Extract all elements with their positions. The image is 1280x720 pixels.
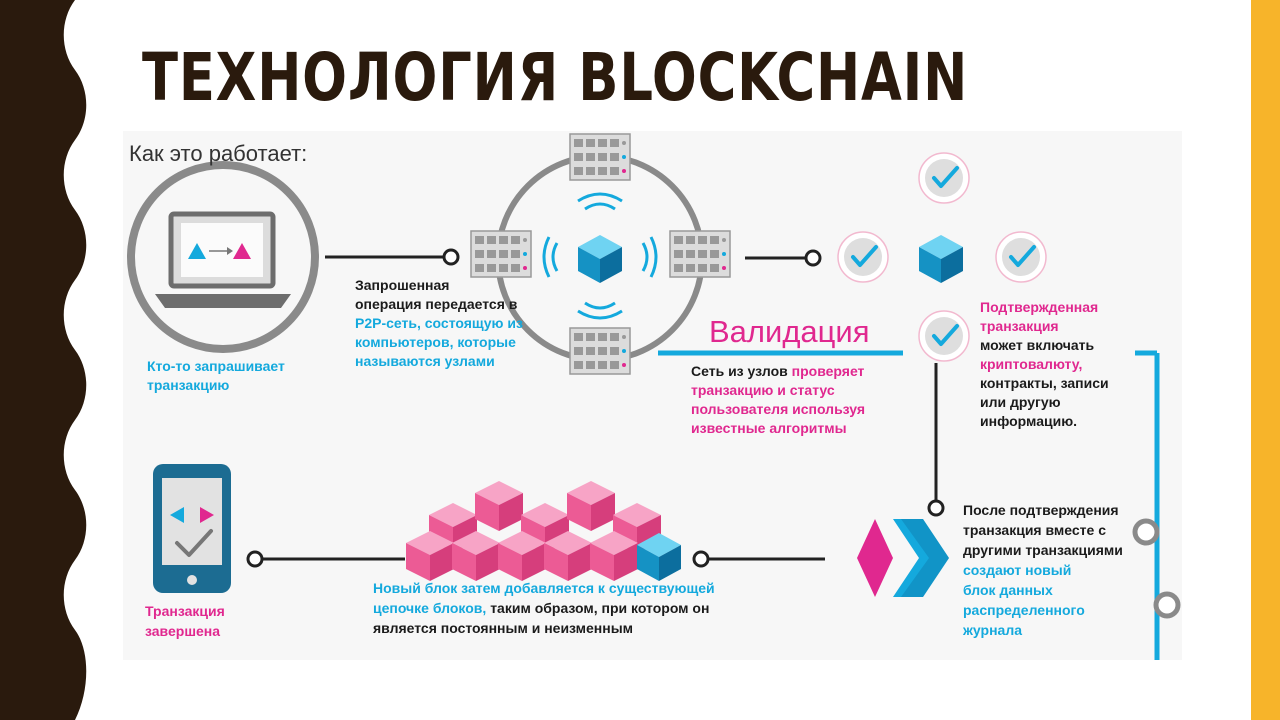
step-p2p-line: называются узлами xyxy=(355,353,495,369)
step-confirmed-line: Подтвержденная xyxy=(980,299,1099,315)
step-network-text: Сеть из узлов проверяет транзакцию и ста… xyxy=(691,362,865,438)
step-confirmed-line: контракты, записи xyxy=(980,375,1109,391)
p2p-network-icon xyxy=(470,133,731,375)
step-block-line: распределенного xyxy=(963,602,1085,618)
step-network-line: транзакцию и статус xyxy=(691,382,835,398)
step-p2p-line: компьютеров, которые xyxy=(355,334,516,350)
step-p2p-line: операция передается в xyxy=(355,296,518,312)
connector-node xyxy=(804,249,822,267)
step-block-line: блок данных xyxy=(963,582,1053,598)
step-chain-line: является постоянным и неизменным xyxy=(373,620,634,636)
step-request-text: Кто-то запрашивает транзакцию xyxy=(147,357,285,395)
step-p2p-line: Запрошенная xyxy=(355,277,450,293)
step-done-line: завершена xyxy=(145,623,221,639)
step-network-part: Сеть из узлов xyxy=(691,363,792,379)
step-block-line: После подтверждения xyxy=(963,502,1119,518)
step-block-text: После подтверждения транзакция вместе с … xyxy=(963,500,1123,640)
phone-icon xyxy=(153,464,231,593)
wavy-left-border xyxy=(0,0,87,720)
step-network-part: проверяет xyxy=(791,363,865,379)
step-done-text: Транзакция завершена xyxy=(145,601,225,641)
step-chain-part: таким образом, при котором он xyxy=(490,600,710,616)
gold-accent-bar xyxy=(1251,0,1280,720)
connector-node xyxy=(442,248,460,266)
step-confirmed-line: информацию. xyxy=(980,413,1078,429)
new-block-icon xyxy=(857,519,949,597)
step-request-line: транзакцию xyxy=(147,377,230,393)
blockchain-infographic: Как это работает: Кто-то запрашивает тра… xyxy=(123,131,1182,660)
step-confirmed-line: криптовалюту, xyxy=(980,356,1083,372)
step-request-line: Кто-то запрашивает xyxy=(147,358,285,374)
step-confirmed-line: транзакция xyxy=(980,318,1059,334)
slide-title: ТЕХНОЛОГИЯ BLOCKCHAIN xyxy=(142,39,969,116)
infographic-graphics xyxy=(127,133,1181,660)
step-done-line: Транзакция xyxy=(145,603,225,619)
step-chain-part: цепочке блоков, xyxy=(373,600,491,616)
blockchain-cubes-icon xyxy=(406,481,681,581)
step-confirmed-line: или другую xyxy=(980,394,1061,410)
step-p2p-text: Запрошенная операция передается в P2P-се… xyxy=(355,276,523,371)
validation-label: Валидация xyxy=(709,314,870,349)
step-block-line: транзакция вместе с xyxy=(963,522,1106,538)
step-p2p-line: P2P-сеть, состоящую из xyxy=(355,315,523,331)
step-chain-text: Новый блок затем добавляется к существую… xyxy=(373,578,715,638)
step-block-line: создают новый xyxy=(963,562,1072,578)
step-network-line: известные алгоритмы xyxy=(691,420,847,436)
step-network-line: пользователя используя xyxy=(691,401,866,417)
how-it-works-heading: Как это работает: xyxy=(129,141,308,166)
step-confirmed-line: может включать xyxy=(980,337,1095,353)
laptop-icon xyxy=(127,161,319,353)
step-confirmed-text: Подтвержденная транзакция может включать… xyxy=(980,298,1109,431)
step-block-line: журнала xyxy=(963,622,1023,638)
step-chain-line: Новый блок затем добавляется к существую… xyxy=(373,580,715,596)
step-block-line: другими транзакциями xyxy=(963,542,1123,558)
